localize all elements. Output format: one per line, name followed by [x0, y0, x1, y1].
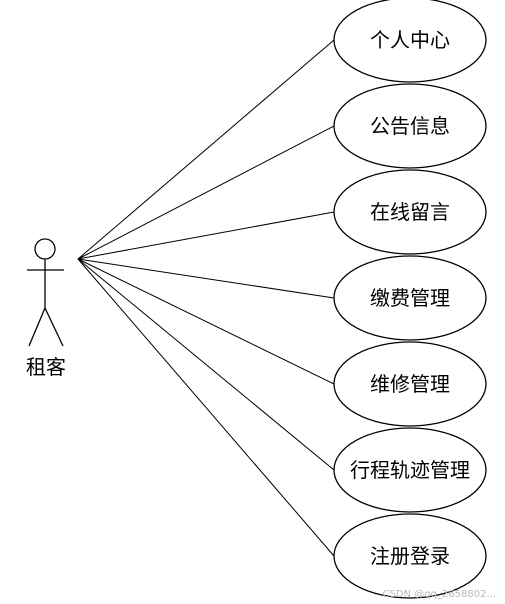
association-line [77, 125, 335, 260]
association-line [77, 39, 335, 260]
watermark: CSDN @qq_2658802... [383, 589, 496, 600]
use-case-ellipse [333, 169, 487, 255]
actor-left-leg [28, 307, 46, 347]
actor: 租客 [26, 238, 66, 379]
use-case-ellipse [333, 427, 487, 513]
association-line [77, 258, 335, 557]
use-case-label: 维修管理 [370, 372, 450, 396]
use-case: 行程轨迹管理 [333, 427, 487, 513]
use-case: 个人中心 [333, 0, 487, 83]
use-case-label: 在线留言 [370, 200, 450, 224]
use-case-label: 个人中心 [370, 28, 450, 52]
use-case-ellipse [333, 513, 487, 599]
use-case: 维修管理 [333, 341, 487, 427]
association-line [77, 211, 335, 260]
actor-head [34, 238, 56, 260]
actor-label: 租客 [26, 355, 66, 379]
use-case-ellipse [333, 341, 487, 427]
use-case-label: 注册登录 [370, 544, 450, 568]
use-case-label: 行程轨迹管理 [350, 458, 470, 482]
association-line [77, 258, 335, 299]
use-case-label: 缴费管理 [370, 286, 450, 310]
use-case: 在线留言 [333, 169, 487, 255]
use-case-ellipse [333, 0, 487, 83]
use-case: 注册登录 [333, 513, 487, 599]
use-case-ellipse [333, 83, 487, 169]
use-case: 公告信息 [333, 83, 487, 169]
use-case: 缴费管理 [333, 255, 487, 341]
use-case-ellipse [333, 255, 487, 341]
actor-right-leg [44, 307, 64, 347]
association-lines [77, 39, 335, 557]
association-line [77, 258, 335, 385]
association-line [77, 258, 335, 471]
use-case-label: 公告信息 [370, 114, 450, 138]
